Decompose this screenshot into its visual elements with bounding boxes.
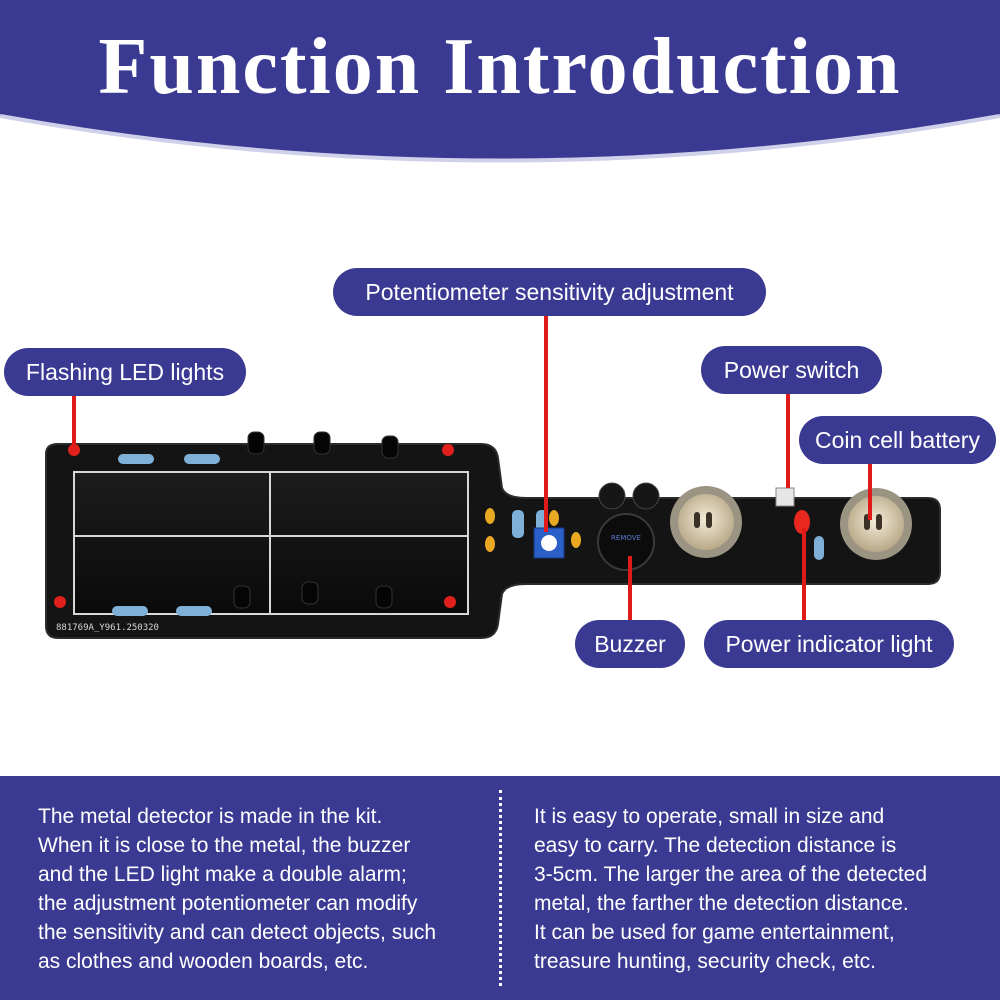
pointer-power-indicator bbox=[802, 528, 806, 622]
callout-power-indicator: Power indicator light bbox=[704, 620, 954, 668]
description-line: metal, the farther the detection distanc… bbox=[534, 892, 909, 915]
description-line: the adjustment potentiometer can modify bbox=[38, 892, 418, 915]
svg-text:REMOVE: REMOVE bbox=[611, 534, 641, 542]
description-line: treasure hunting, security check, etc. bbox=[534, 950, 876, 973]
header-curve-shape bbox=[0, 0, 1000, 163]
callout-potentiometer: Potentiometer sensitivity adjustment bbox=[333, 268, 766, 316]
pcb-board-image: REMOVE 881769A_Y961.250320 bbox=[36, 426, 956, 646]
description-line: The metal detector is made in the kit. bbox=[38, 805, 383, 828]
pointer-potentiometer bbox=[544, 316, 548, 532]
description-line: When it is close to the metal, the buzze… bbox=[38, 834, 411, 857]
description-left: The metal detector is made in the kit. W… bbox=[38, 802, 488, 976]
header-banner: Function Introduction bbox=[0, 0, 1000, 180]
board-silkscreen: 881769A_Y961.250320 bbox=[56, 623, 159, 633]
pointer-flashing-leds bbox=[72, 396, 76, 446]
description-line: It can be used for game entertainment, bbox=[534, 921, 895, 944]
pointer-buzzer bbox=[628, 556, 632, 622]
description-line: the sensitivity and can detect objects, … bbox=[38, 921, 437, 944]
callout-buzzer: Buzzer bbox=[575, 620, 685, 668]
callout-power-switch: Power switch bbox=[701, 346, 882, 394]
description-line: as clothes and wooden boards, etc. bbox=[38, 950, 369, 973]
page-title: Function Introduction bbox=[98, 23, 902, 111]
column-divider bbox=[499, 790, 502, 986]
description-line: It is easy to operate, small in size and bbox=[534, 805, 885, 828]
description-line: easy to carry. The detection distance is bbox=[534, 834, 897, 857]
description-line: and the LED light make a double alarm; bbox=[38, 863, 407, 886]
description-line: 3-5cm. The larger the area of the detect… bbox=[534, 863, 928, 886]
description-right: It is easy to operate, small in size and… bbox=[534, 802, 984, 976]
pointer-coin-cell bbox=[868, 464, 872, 520]
callout-coin-cell: Coin cell battery bbox=[799, 416, 996, 464]
footer-description-panel: The metal detector is made in the kit. W… bbox=[0, 776, 1000, 1000]
pointer-power-switch bbox=[786, 392, 790, 488]
callout-flashing-leds: Flashing LED lights bbox=[4, 348, 246, 396]
